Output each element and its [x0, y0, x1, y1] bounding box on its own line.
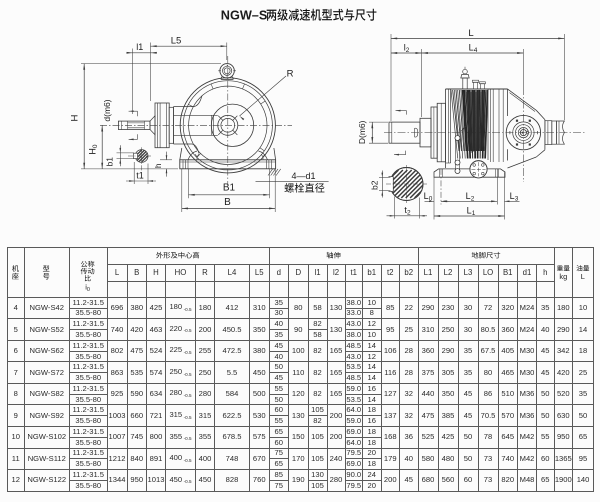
svg-text:d(m6): d(m6): [102, 99, 112, 121]
svg-text:NGW–S: NGW–S: [221, 8, 268, 22]
svg-text:l1: l1: [136, 42, 143, 52]
svg-text:B1: B1: [223, 183, 236, 194]
svg-text:D(m6): D(m6): [357, 120, 367, 144]
svg-text:L4: L4: [469, 42, 478, 54]
svg-text:L: L: [468, 28, 473, 39]
svg-text:l2: l2: [404, 42, 410, 54]
svg-text:h: h: [153, 163, 163, 168]
svg-text:t1: t1: [136, 170, 144, 180]
svg-text:b2: b2: [370, 180, 380, 190]
svg-text:kg: kg: [559, 272, 567, 281]
svg-text:L5: L5: [171, 36, 182, 47]
svg-text:i0: i0: [85, 283, 90, 293]
svg-text:b1: b1: [104, 157, 114, 167]
svg-text:L0: L0: [424, 191, 433, 203]
svg-text:L3: L3: [510, 191, 519, 203]
svg-text:R: R: [287, 69, 294, 80]
svg-text:L: L: [581, 272, 585, 281]
svg-text:L1: L1: [467, 205, 476, 217]
svg-text:B: B: [224, 197, 231, 208]
svg-text:H: H: [70, 114, 81, 121]
svg-text:H0: H0: [87, 144, 99, 155]
svg-text:4—d1: 4—d1: [291, 171, 315, 181]
svg-text:t2: t2: [404, 205, 411, 217]
svg-text:L2: L2: [466, 191, 475, 203]
